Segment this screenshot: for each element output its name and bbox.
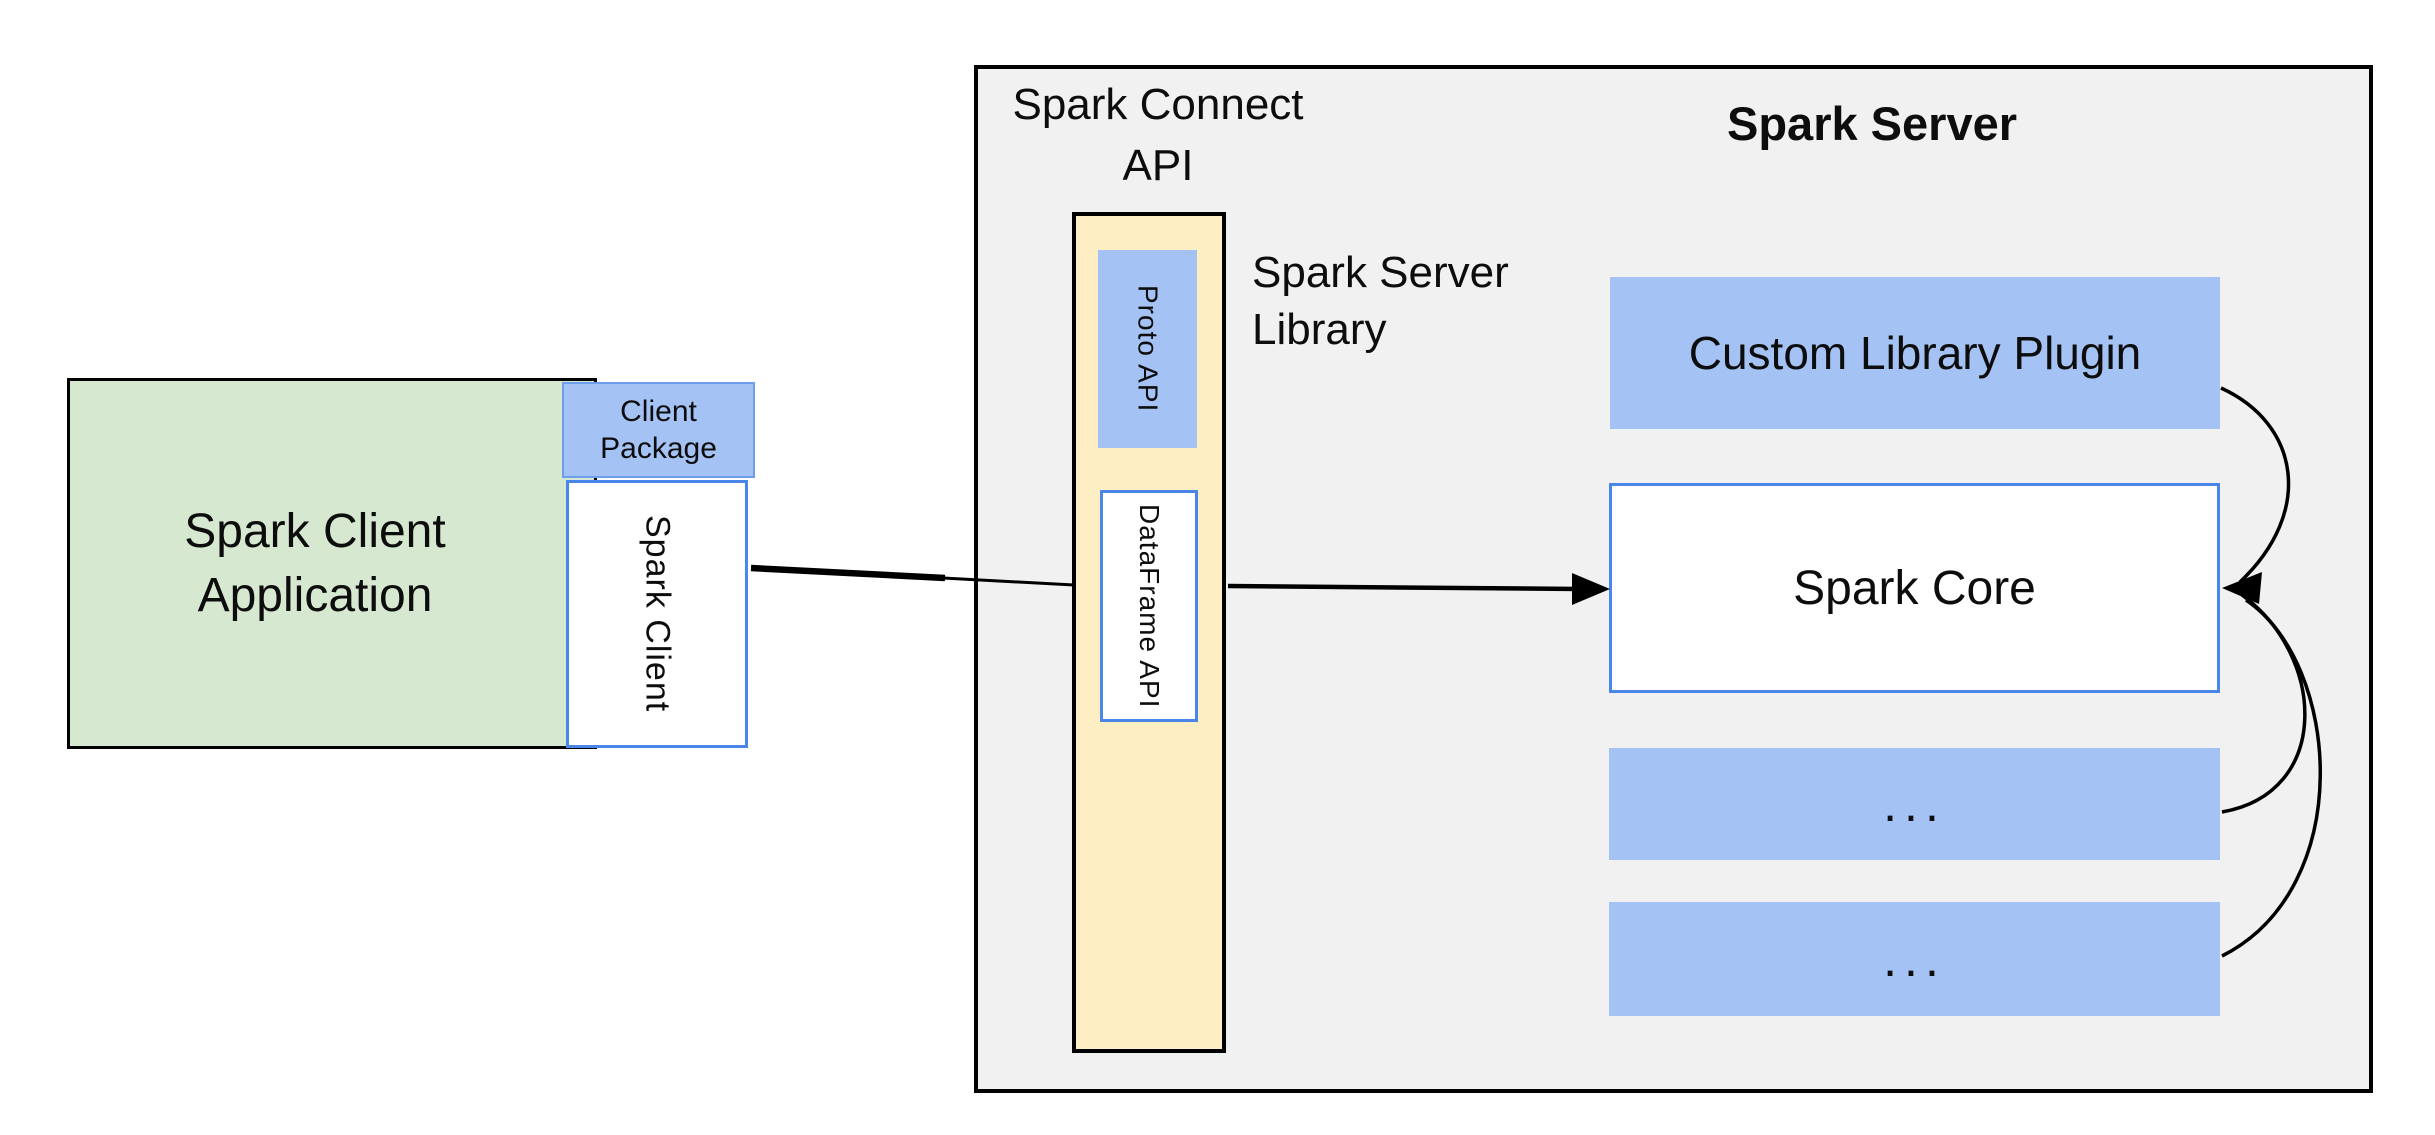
spark-server-library-label-line1: Spark Server: [1252, 248, 1509, 297]
spark-connect-api-label-line2: API: [1122, 141, 1194, 190]
proto-api-label: Proto API: [1132, 285, 1164, 413]
custom-library-plugin-label: Custom Library Plugin: [1688, 327, 2142, 379]
client-to-connect-line: [750, 564, 946, 582]
spark-client-application-box: [67, 378, 597, 749]
plugin-slot-2-label: ...: [1883, 931, 1946, 987]
spark-connect-api-label-line1: Spark Connect: [1012, 80, 1304, 129]
dataframe-api-label: DataFrame API: [1134, 503, 1165, 709]
spark-client-box: Spark Client: [566, 480, 748, 748]
spark-core-label: Spark Core: [1793, 561, 2036, 615]
spark-server-library-label-line2: Library: [1252, 305, 1387, 354]
spark-server-title: Spark Server: [1727, 97, 2018, 150]
client-package-box: Client Package: [562, 382, 755, 478]
spark-client-application-label-line2: Application: [197, 568, 433, 622]
plugin-slot-1-label: ...: [1883, 776, 1946, 832]
dataframe-api-box: DataFrame API: [1100, 490, 1198, 722]
spark-client-application-label-line1: Spark Client: [184, 504, 446, 558]
spark-client-application-label: Spark Client Application: [67, 378, 563, 749]
client-package-label-line1: Client: [620, 395, 697, 428]
spark-connect-api-label: Spark Connect API: [988, 74, 1328, 196]
plugin-slot-2-box: ...: [1609, 902, 2220, 1016]
spark-server-library-label: Spark Server Library: [1252, 244, 1672, 358]
custom-library-plugin-box: Custom Library Plugin: [1610, 277, 2220, 429]
plugin-slot-1-box: ...: [1609, 748, 2220, 860]
spark-client-label: Spark Client: [638, 515, 677, 713]
spark-core-box: Spark Core: [1609, 483, 2220, 693]
client-package-label-line2: Package: [600, 432, 717, 465]
proto-api-box: Proto API: [1098, 250, 1197, 448]
